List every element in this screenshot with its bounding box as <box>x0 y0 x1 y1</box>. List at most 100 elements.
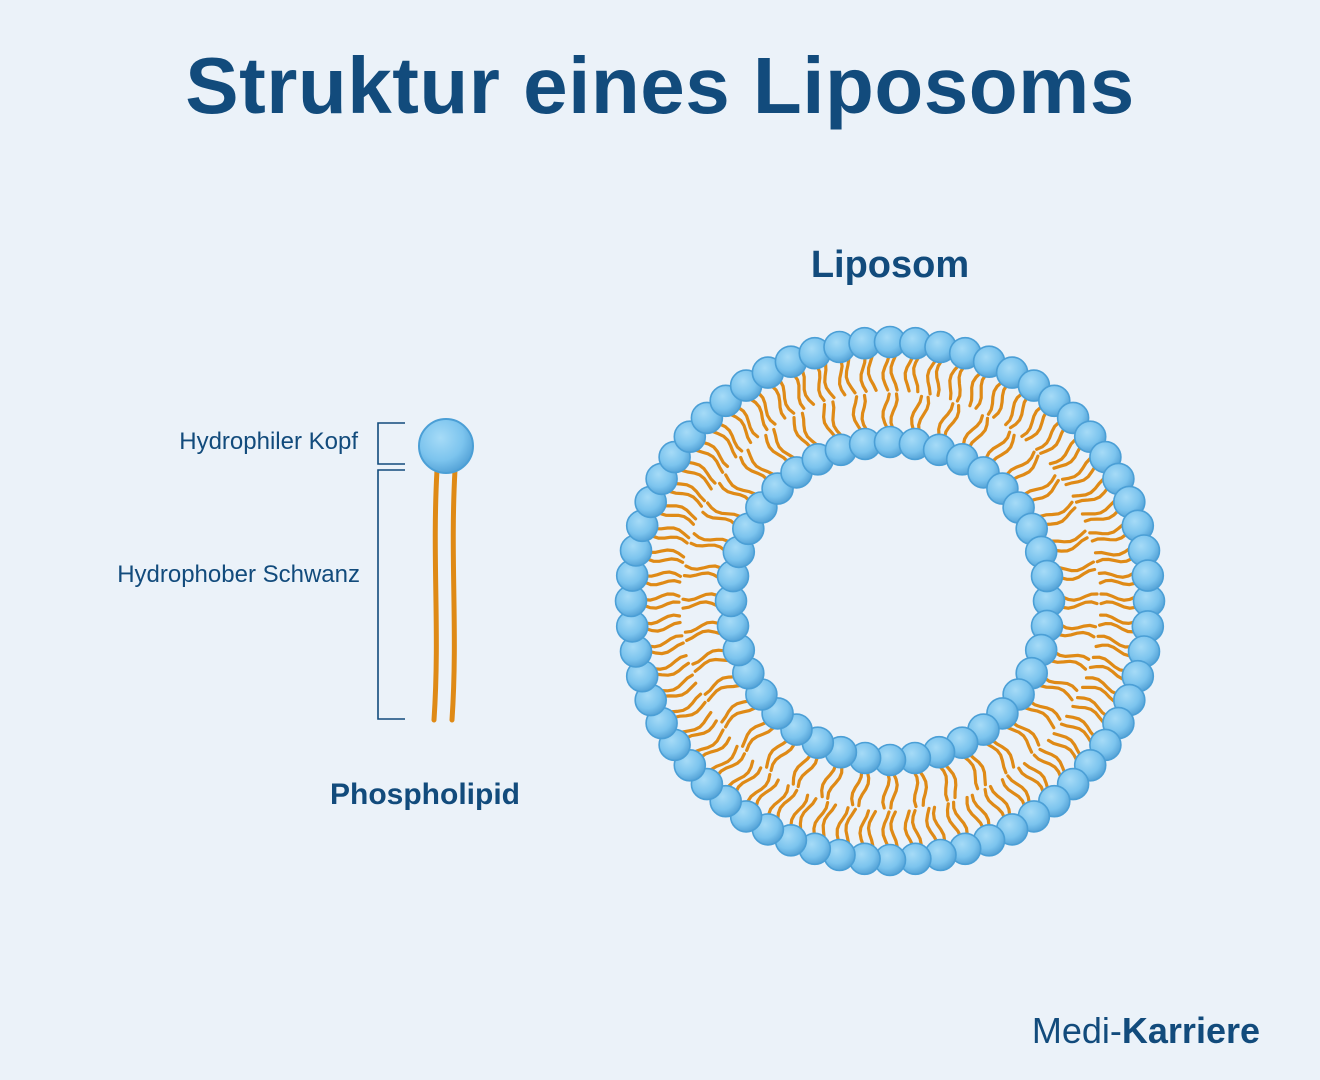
outer-leaflet-tail <box>1076 696 1109 718</box>
outer-leaflet-tail <box>1097 571 1136 579</box>
outer-leaflet-tail <box>1048 438 1077 466</box>
outer-leaflet-tail <box>748 397 769 432</box>
outer-leaflet-tail <box>955 365 966 403</box>
inner-leaflet-tail <box>850 769 864 807</box>
inner-leaflet-tail <box>800 411 819 447</box>
inner-leaflet-tail <box>706 683 742 702</box>
inner-leaflet-tail <box>943 762 958 800</box>
outer-leaflet-tail <box>672 700 707 720</box>
outer-leaflet-tail <box>1096 634 1133 649</box>
outer-leaflet-tail <box>672 481 706 503</box>
inner-leaflet-tail <box>792 416 813 450</box>
outer-leaflet-tail <box>669 692 703 714</box>
inner-leaflet-tail <box>791 752 813 786</box>
inner-leaflet-head <box>1030 559 1064 593</box>
inner-leaflet-tail <box>724 706 757 729</box>
outer-leaflet-tail <box>945 802 963 838</box>
outer-leaflet-tail <box>837 358 847 397</box>
outer-leaflet-tail <box>699 736 732 760</box>
outer-leaflet-tail <box>970 793 991 828</box>
outer-leaflet-tail <box>815 364 826 403</box>
outer-leaflet-tail <box>728 412 753 445</box>
inner-leaflet-tail <box>764 433 790 464</box>
inner-leaflet-tail <box>1053 650 1091 661</box>
liposome-label: Liposom <box>810 244 970 286</box>
outer-leaflet-tail <box>1020 405 1043 438</box>
outer-leaflet-tail <box>1064 464 1097 487</box>
inner-leaflet-tail <box>889 392 899 431</box>
outer-leaflet-tail <box>866 810 877 848</box>
inner-leaflet-tail <box>967 416 990 450</box>
outer-leaflet-tail <box>1071 477 1105 498</box>
outer-leaflet-tail <box>1099 613 1137 626</box>
phospholipid-label: Phospholipid <box>330 778 520 811</box>
outer-leaflet-tail <box>835 806 850 843</box>
brand-separator: - <box>1109 1010 1122 1051</box>
outer-leaflet-tail <box>1081 685 1116 703</box>
outer-leaflet-tail <box>643 613 682 626</box>
outer-leaflet-tail <box>948 363 961 401</box>
outer-leaflet-tail <box>1022 762 1050 791</box>
outer-leaflet-tail <box>1099 600 1138 610</box>
outer-leaflet-tail <box>642 600 681 610</box>
outer-leaflet-tail <box>734 766 763 794</box>
inner-leaflet-tail <box>1042 676 1079 692</box>
inner-leaflet-tail <box>857 770 871 808</box>
inner-leaflet-tail <box>1060 600 1099 610</box>
outer-leaflet-tail <box>1083 509 1120 523</box>
outer-leaflet-tail <box>1004 392 1024 427</box>
outer-leaflet-tail <box>889 810 899 849</box>
inner-leaflet-tail <box>1059 623 1098 631</box>
outer-leaflet-tail <box>647 548 686 559</box>
inner-leaflet-tail <box>692 532 730 543</box>
outer-leaflet-tail <box>1088 522 1125 536</box>
outer-leaflet-tail <box>968 371 983 408</box>
page-title: Struktur eines Liposoms <box>185 41 1135 130</box>
outer-leaflet-tail <box>1065 714 1097 739</box>
inner-leaflet-tail <box>1023 474 1057 496</box>
brand-part1: Medi <box>1031 1010 1110 1051</box>
inner-leaflet-tail <box>851 395 863 433</box>
outer-leaflet-tail <box>644 620 682 633</box>
inner-leaflet-tail <box>1057 560 1095 573</box>
outer-leaflet-tail <box>1008 395 1029 430</box>
outer-leaflet-tail <box>812 801 830 837</box>
inner-leaflet-tail <box>881 771 891 810</box>
outer-leaflet-tail <box>844 357 857 395</box>
outer-leaflet-tail <box>642 592 681 602</box>
outer-leaflet-tail <box>1032 753 1063 779</box>
outer-leaflet-tail <box>652 654 688 671</box>
inner-leaflet-tail <box>706 501 742 518</box>
outer-leaflet-tail <box>1052 732 1083 758</box>
inner-leaflet-tail <box>693 657 730 673</box>
outer-leaflet-tail <box>1088 664 1125 681</box>
outer-leaflet-tail <box>823 362 836 400</box>
inner-leaflet-tail <box>701 510 737 527</box>
outer-leaflet-tail <box>778 379 796 415</box>
outer-leaflet-tail <box>737 406 760 439</box>
inner-leaflet-tail <box>746 448 775 476</box>
inner-leaflet-tail <box>724 473 757 496</box>
inner-leaflet-tail <box>720 699 751 724</box>
outer-leaflet-tail <box>647 634 684 649</box>
inner-leaflet-tail <box>1057 630 1096 639</box>
outer-leaflet-tail <box>694 728 725 753</box>
outer-leaflet-tail <box>701 440 730 468</box>
inner-leaflet-tail <box>769 742 796 772</box>
outer-leaflet-tail <box>653 526 691 540</box>
phospholipid-molecule <box>418 418 474 723</box>
inner-leaflet-tail <box>961 414 984 447</box>
brand-part2: Karriere <box>1121 1010 1260 1051</box>
brand-logo: Medi-Karriere <box>1032 1010 1260 1052</box>
outer-leaflet-tail <box>746 772 772 803</box>
outer-leaflet-tail <box>680 711 713 734</box>
outer-leaflet-tail <box>1059 722 1093 744</box>
outer-leaflet-tail <box>1098 621 1136 634</box>
outer-leaflet-tail <box>685 460 717 485</box>
outer-leaflet-tail <box>925 358 938 396</box>
outer-leaflet-tail <box>648 641 685 656</box>
outer-leaflet-tail <box>866 354 878 392</box>
inner-leaflet-tail <box>718 481 752 503</box>
